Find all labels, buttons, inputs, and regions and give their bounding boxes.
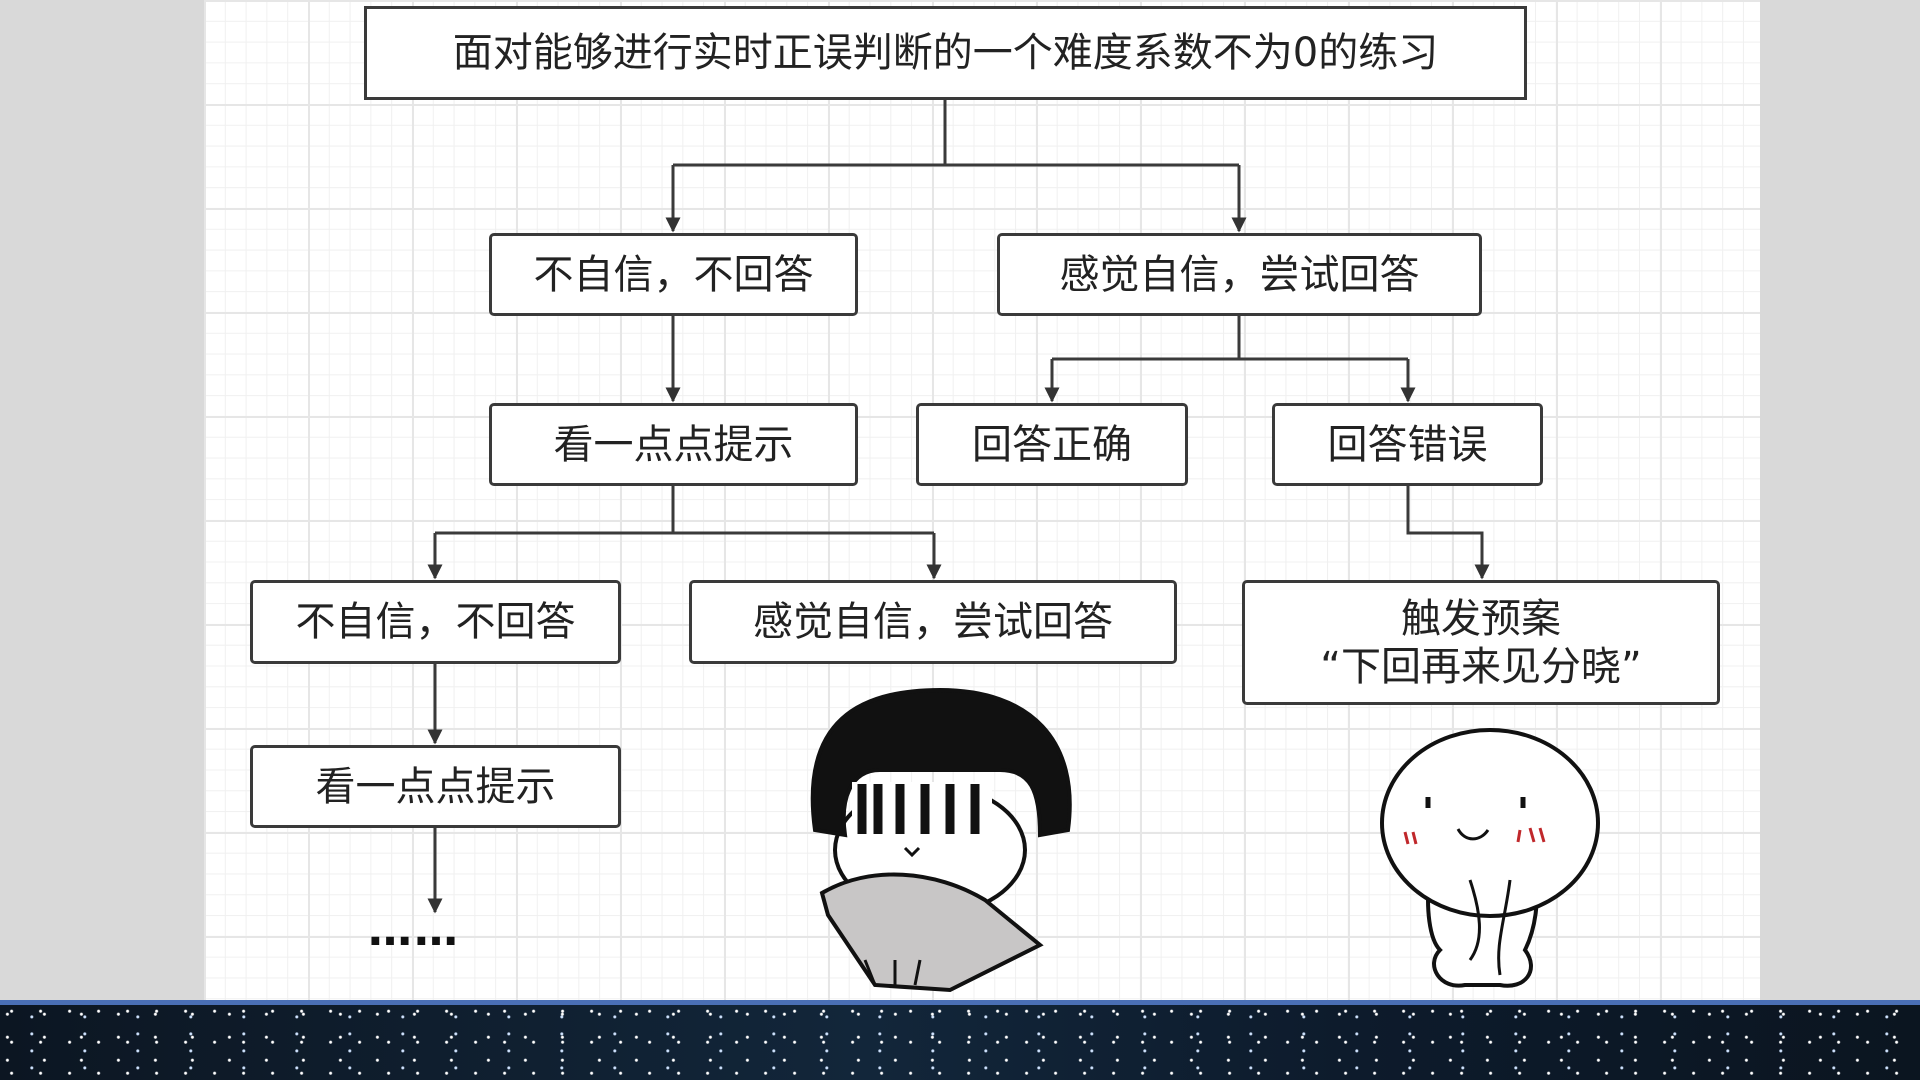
node-trigger-plan: 触发预案 “下回再来见分晓” xyxy=(1242,580,1720,705)
grid-canvas xyxy=(204,0,1760,1000)
node-confident-try-2: 感觉自信，尝试回答 xyxy=(689,580,1177,664)
node-label: 不自信，不回答 xyxy=(533,251,814,298)
connector-root xyxy=(673,100,1239,167)
connectors xyxy=(427,100,1600,993)
node-not-confident-2: 不自信，不回答 xyxy=(250,580,621,664)
blushing-character-illustration xyxy=(1380,728,1600,988)
ellipsis: …… xyxy=(368,905,460,956)
root-node-label: 面对能够进行实时正误判断的一个难度系数不为0的练习 xyxy=(452,30,1439,76)
node-label: 不自信，不回答 xyxy=(295,599,576,645)
node-look-hint: 看一点点提示 xyxy=(489,403,858,486)
node-label: 看一点点提示 xyxy=(315,763,556,810)
node-label: 感觉自信，尝试回答 xyxy=(753,599,1113,645)
node-label: 回答错误 xyxy=(1327,421,1488,468)
node-not-confident: 不自信，不回答 xyxy=(489,233,858,316)
cool-character-illustration xyxy=(810,687,1072,993)
node-label-line2: “下回再来见分晓” xyxy=(1320,643,1642,690)
node-confident-try: 感觉自信，尝试回答 xyxy=(997,233,1482,316)
node-label: 回答正确 xyxy=(972,421,1132,468)
node-look-hint-2: 看一点点提示 xyxy=(250,745,621,828)
node-label: 看一点点提示 xyxy=(553,421,794,468)
node-answer-wrong: 回答错误 xyxy=(1272,403,1543,486)
starfield-footer-band xyxy=(0,1000,1920,1080)
node-label: 感觉自信，尝试回答 xyxy=(1059,251,1420,298)
node-answer-correct: 回答正确 xyxy=(916,403,1188,486)
node-label-line1: 触发预案 xyxy=(1401,595,1561,642)
root-node: 面对能够进行实时正误判断的一个难度系数不为0的练习 xyxy=(364,6,1527,100)
